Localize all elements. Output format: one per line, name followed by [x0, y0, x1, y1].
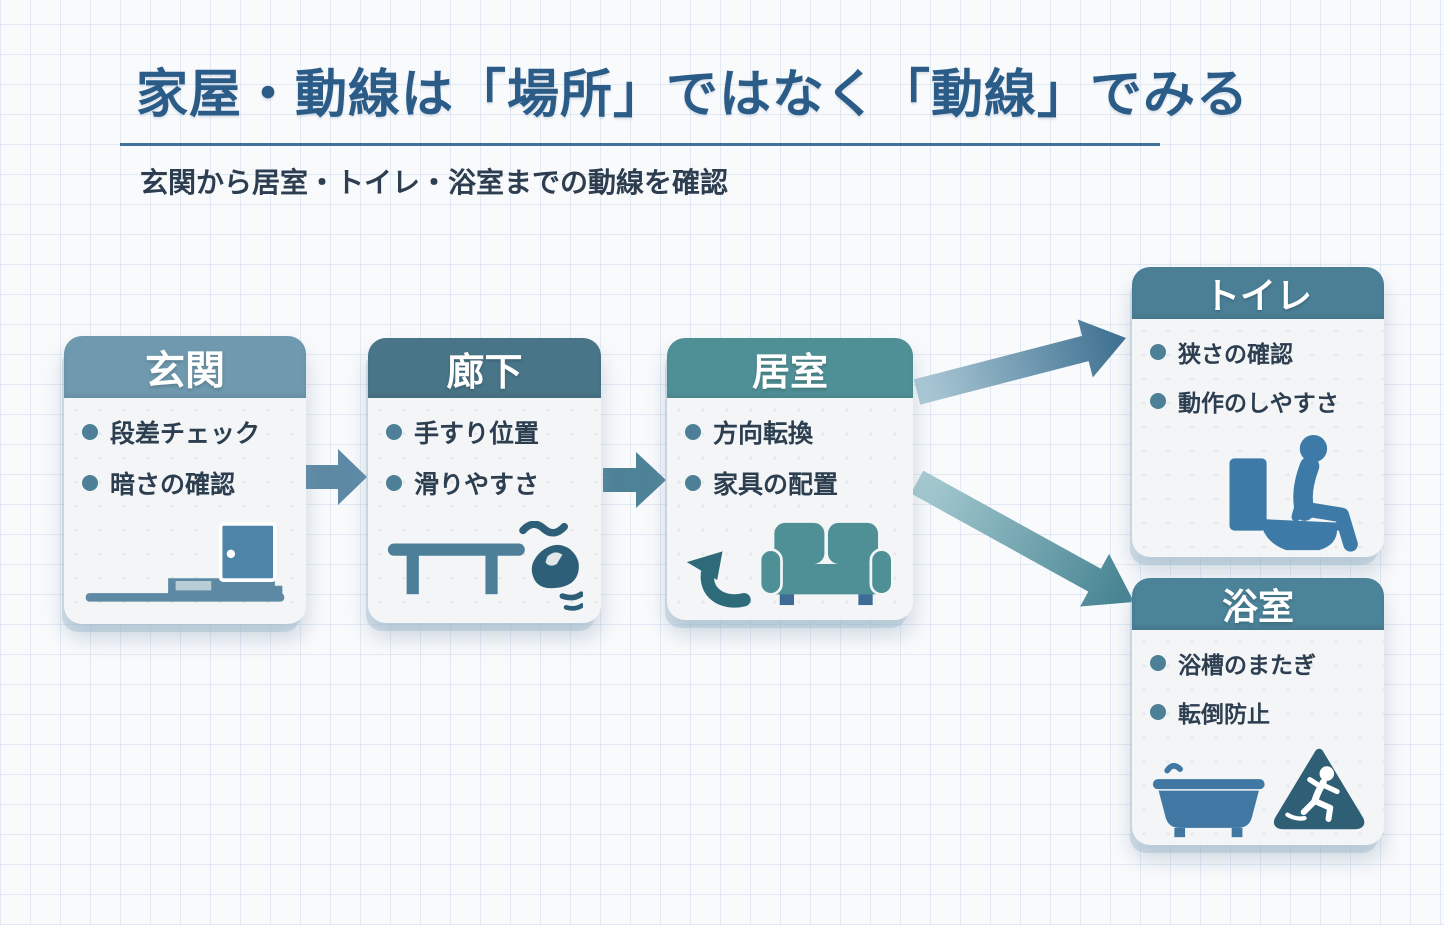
item-label: 方向転換 — [713, 419, 814, 448]
item-label: 転倒防止 — [1178, 702, 1270, 728]
list-item: 家具の配置 — [685, 465, 895, 501]
page-subtitle: 玄関から居室・トイレ・浴室までの動線を確認 — [140, 166, 729, 199]
bullet-dot — [386, 424, 402, 440]
card-toilet-title: トイレ — [1132, 267, 1384, 319]
list-item: 浴槽のまたぎ — [1150, 646, 1366, 680]
card-toilet: トイレ 狭さの確認 動作のしやすさ — [1132, 267, 1384, 565]
bullet-dot — [82, 424, 98, 440]
arrow-corridor-to-living — [603, 452, 666, 508]
card-entrance: 玄関 段差チェック 暗さの確認 — [64, 336, 306, 624]
item-label: 浴槽のまたぎ — [1178, 653, 1316, 679]
card-corridor: 廊下 手すり位置 滑りやすさ — [368, 338, 601, 623]
card-bathroom-body: 浴槽のまたぎ 転倒防止 — [1132, 630, 1384, 850]
door-step-icon — [85, 522, 285, 602]
item-label: 狭さの確認 — [1178, 342, 1293, 368]
sofa-icon — [758, 522, 894, 606]
sofa-turn-icon — [686, 522, 894, 608]
bullet-dot — [685, 475, 701, 491]
arrow-living-to-toilet — [913, 319, 1126, 405]
bullet-dot — [1150, 655, 1166, 671]
bullet-dot — [685, 424, 701, 440]
turn-arrow-icon — [686, 551, 751, 608]
card-living-room: 居室 方向転換 家具の配置 — [667, 338, 913, 620]
list-item: 動作のしやすさ — [1150, 384, 1366, 418]
card-entrance-body: 段差チェック 暗さの確認 — [64, 398, 306, 624]
card-corridor-title: 廊下 — [368, 338, 601, 398]
card-corridor-body: 手すり位置 滑りやすさ — [368, 398, 601, 623]
bullet-dot — [1150, 344, 1166, 360]
slip-warning-icon — [1273, 748, 1365, 830]
bullet-dot — [386, 475, 402, 491]
bullet-dot — [1150, 393, 1166, 409]
card-toilet-body: 狭さの確認 動作のしやすさ — [1132, 319, 1384, 565]
card-bathroom: 浴室 浴槽のまたぎ 転倒防止 — [1132, 578, 1384, 850]
toilet-person-icon — [1229, 434, 1358, 552]
item-label: 動作のしやすさ — [1178, 391, 1339, 417]
item-label: 手すり位置 — [414, 419, 540, 448]
item-label: 暗さの確認 — [110, 470, 236, 499]
card-bathroom-title: 浴室 — [1132, 578, 1384, 630]
bullet-dot — [82, 475, 98, 491]
card-living-room-title: 居室 — [667, 338, 913, 398]
list-item: 段差チェック — [82, 414, 288, 450]
card-entrance-title: 玄関 — [64, 336, 306, 398]
handrail-slipper-icon — [387, 521, 583, 611]
item-label: 段差チェック — [110, 419, 261, 448]
item-label: 滑りやすさ — [414, 470, 540, 499]
title-underline — [120, 143, 1160, 146]
list-item: 暗さの確認 — [82, 465, 288, 501]
list-item: 転倒防止 — [1150, 695, 1366, 729]
arrow-entrance-to-corridor — [306, 449, 367, 505]
bullet-dot — [1150, 704, 1166, 720]
list-item: 方向転換 — [685, 414, 895, 450]
list-item: 手すり位置 — [386, 414, 583, 450]
page-title: 家屋・動線は「場所」ではなく「動線」でみる — [136, 65, 1250, 125]
arrow-living-to-bath — [910, 470, 1134, 607]
bathtub-icon — [1152, 763, 1265, 838]
card-living-room-body: 方向転換 家具の配置 — [667, 398, 913, 620]
list-item: 狭さの確認 — [1150, 335, 1366, 369]
item-label: 家具の配置 — [713, 470, 839, 499]
list-item: 滑りやすさ — [386, 465, 583, 501]
